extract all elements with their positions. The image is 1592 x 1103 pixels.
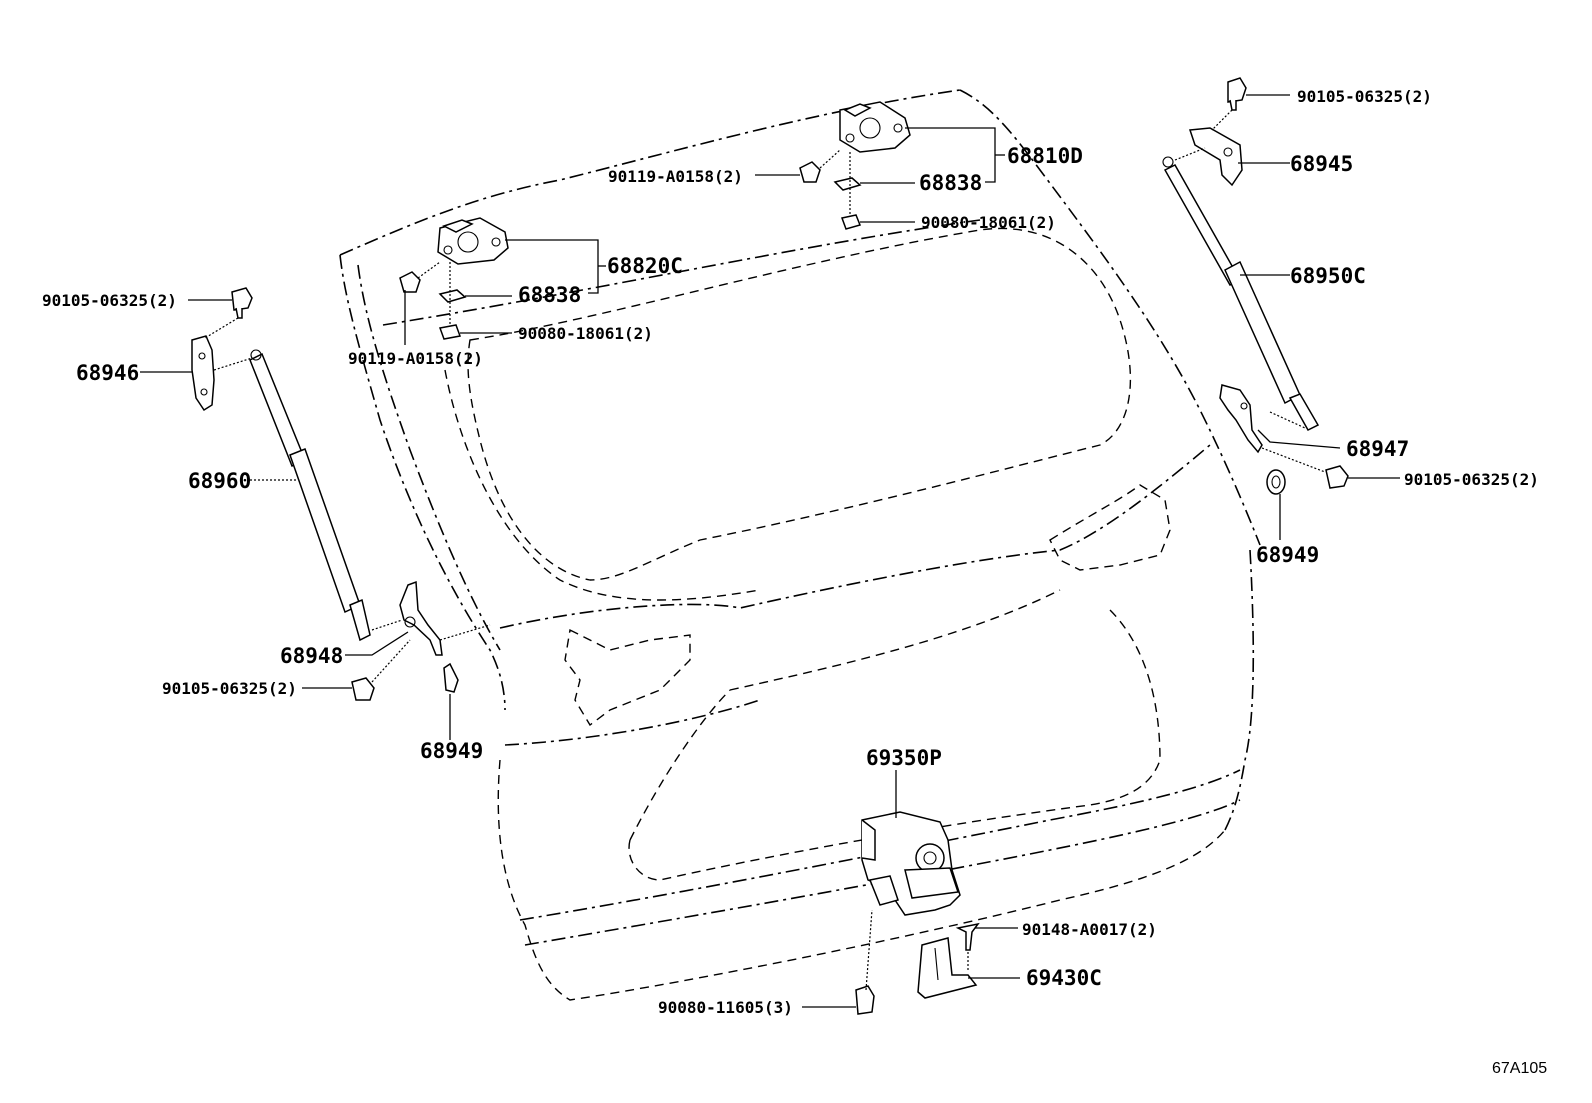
striker-69430c-icon [917, 937, 978, 999]
label-68960: 68960 [188, 469, 251, 493]
label-68949-left: 68949 [420, 739, 483, 763]
label-90105-top-right: 90105-06325(2) [1297, 87, 1432, 106]
strut-68950c-icon [1162, 147, 1320, 431]
bracket-68946-icon [191, 317, 253, 412]
bolt-90119-top-icon [799, 161, 821, 183]
bolt-90105-right-icon [1325, 465, 1349, 489]
bracket-68948-icon [371, 580, 491, 656]
part-labels: 90105-06325(2) 68945 68810D 68838 90119-… [42, 87, 1547, 1077]
label-90080-mid: 90080-18061(2) [518, 324, 653, 343]
hinge-68810d-icon [839, 101, 911, 153]
label-90105-right: 90105-06325(2) [1404, 470, 1539, 489]
label-90080-top: 90080-18061(2) [921, 213, 1056, 232]
label-90119-top: 90119-A0158(2) [608, 167, 743, 186]
label-90105-left: 90105-06325(2) [42, 291, 177, 310]
back-door-outline [339, 89, 1261, 1001]
bolt-90119-mid-icon [399, 271, 421, 293]
label-68838-right: 68838 [919, 171, 982, 195]
leader-lines [140, 94, 1400, 1008]
lock-69350p-icon [861, 811, 961, 916]
grommet-68949-left-icon [443, 662, 459, 693]
label-90148: 90148-A0017(2) [1022, 920, 1157, 939]
nut-90080-mid-icon [438, 324, 462, 340]
strut-68960-icon [249, 349, 371, 642]
label-68820c: 68820C [607, 254, 683, 278]
grommet-68949-right-icon [1266, 469, 1286, 495]
screw-90148-icon [955, 922, 980, 972]
bolt-90105-bottom-left-icon [351, 639, 411, 701]
bolt-90105-top-right-icon [1227, 77, 1247, 111]
label-68949-right: 68949 [1256, 543, 1319, 567]
label-90105-bottom-left: 90105-06325(2) [162, 679, 297, 698]
bolt-90105-left-icon [231, 287, 253, 319]
diagram-code: 67A105 [1492, 1060, 1547, 1077]
label-68950c: 68950C [1290, 264, 1366, 288]
label-68946: 68946 [76, 361, 139, 385]
label-68945: 68945 [1290, 152, 1353, 176]
label-68810d: 68810D [1007, 144, 1083, 168]
label-90119-mid: 90119-A0158(2) [348, 349, 483, 368]
label-69430c: 69430C [1026, 966, 1102, 990]
shim-68838-top-icon [833, 177, 862, 191]
nut-90080-top-icon [841, 214, 862, 230]
label-68948: 68948 [280, 644, 343, 668]
label-90080-bottom: 90080-11605(3) [658, 998, 793, 1017]
bracket-68947-icon [1219, 384, 1326, 473]
label-69350p: 69350P [866, 746, 942, 770]
shim-68838-left-icon [438, 289, 467, 303]
bolt-90080-bottom-icon [855, 909, 875, 1015]
hinge-68820c-icon [437, 217, 509, 265]
bracket-68945-icon [1188, 109, 1243, 187]
label-68947: 68947 [1346, 437, 1409, 461]
label-68838-left: 68838 [518, 283, 581, 307]
